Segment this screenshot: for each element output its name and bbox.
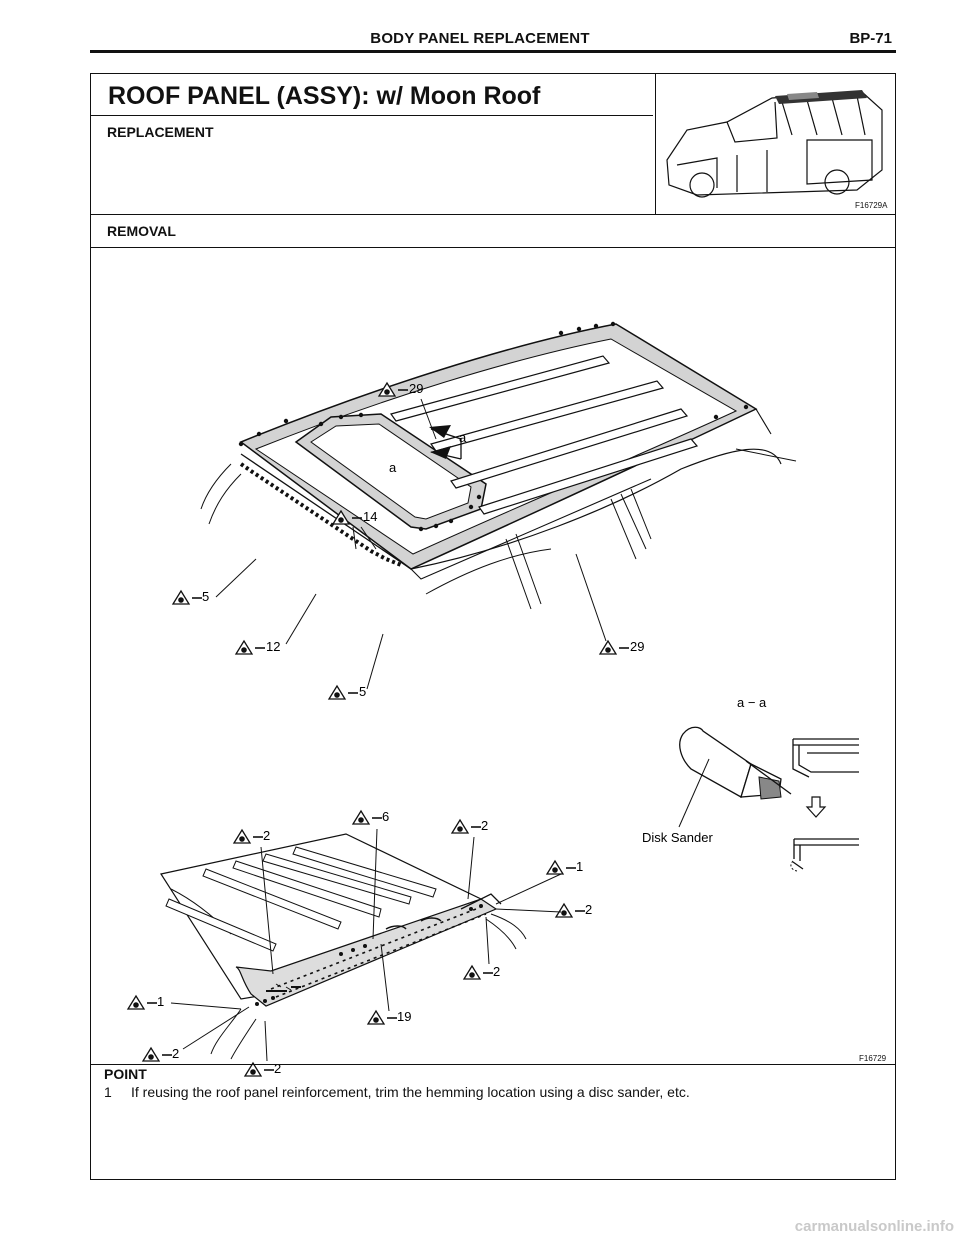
- callout-lower-1-left: 1: [127, 994, 242, 1010]
- removal-label: REMOVAL: [107, 223, 176, 239]
- point-heading: POINT: [104, 1066, 147, 1082]
- callout-lower-2-d: 2: [463, 916, 500, 980]
- svg-text:2: 2: [493, 964, 500, 979]
- callout-upper-14: 14: [332, 509, 377, 550]
- svg-text:12: 12: [266, 639, 280, 654]
- callout-upper-5-left: 5: [172, 558, 257, 605]
- title-rule: [91, 115, 653, 116]
- callout-upper-29-top: 29: [378, 381, 437, 440]
- roof-panel-drawing: [200, 321, 797, 610]
- svg-text:2: 2: [263, 828, 270, 843]
- section-mark-left: a: [389, 460, 397, 475]
- header-rule: [90, 50, 896, 53]
- svg-text:29: 29: [409, 381, 423, 396]
- section-title: ROOF PANEL (ASSY): w/ Moon Roof: [108, 82, 541, 110]
- svg-text:1: 1: [157, 994, 164, 1009]
- replacement-label: REPLACEMENT: [107, 124, 214, 140]
- point-item-number: 1: [104, 1084, 112, 1100]
- vehicle-body-thumbnail: [666, 90, 883, 198]
- svg-text:29: 29: [630, 639, 644, 654]
- thumbnail-divider: [655, 74, 656, 214]
- callout-lower-2-f: 2: [244, 1020, 281, 1077]
- content-frame: ROOF PANEL (ASSY): w/ Moon Roof REPLACEM…: [90, 73, 896, 1180]
- disk-sander-label: Disk Sander: [642, 830, 713, 845]
- svg-text:19: 19: [397, 1009, 411, 1024]
- callout-upper-12: 12: [235, 593, 317, 655]
- roof-removal-diagram: a a 29 14 5 12 5 29: [127, 321, 859, 1077]
- callout-upper-29-right: 29: [575, 553, 644, 655]
- callout-lower-1-right: 1: [495, 859, 583, 905]
- svg-text:14: 14: [363, 509, 377, 524]
- divider-2: [91, 247, 895, 248]
- svg-text:5: 5: [202, 589, 209, 604]
- svg-text:6: 6: [382, 809, 389, 824]
- point-item-text: If reusing the roof panel reinforcement,…: [131, 1084, 690, 1100]
- callout-lower-2-a: 2: [233, 828, 274, 975]
- svg-text:2: 2: [585, 902, 592, 917]
- callout-lower-6: 6: [352, 809, 389, 940]
- divider-1: [91, 214, 895, 215]
- removal-figure-code: F16729: [859, 1054, 887, 1063]
- page-number: BP-71: [849, 30, 892, 47]
- callout-lower-2-b: 2: [451, 818, 488, 900]
- watermark: carmanualsonline.info: [794, 1218, 954, 1235]
- thumbnail-figure-code: F16729A: [855, 201, 888, 210]
- rear-roof-drawing: [160, 833, 527, 1060]
- svg-text:1: 1: [576, 859, 583, 874]
- svg-text:2: 2: [172, 1046, 179, 1061]
- point-item-1: 1 If reusing the roof panel reinforcement…: [104, 1084, 690, 1100]
- divider-3: [91, 1064, 895, 1065]
- callout-upper-5-bottom: 5: [328, 633, 384, 700]
- page-header-title: BODY PANEL REPLACEMENT: [370, 30, 590, 47]
- svg-text:2: 2: [481, 818, 488, 833]
- svg-text:5: 5: [359, 684, 366, 699]
- callout-lower-2-e: 2: [142, 1006, 250, 1062]
- disk-sander-drawing: [678, 726, 859, 872]
- callout-lower-19: 19: [367, 943, 411, 1025]
- section-mark-right: a: [459, 430, 467, 445]
- svg-text:2: 2: [274, 1061, 281, 1076]
- section-aa-label: a − a: [737, 695, 767, 710]
- callout-lower-2-c: 2: [495, 902, 592, 918]
